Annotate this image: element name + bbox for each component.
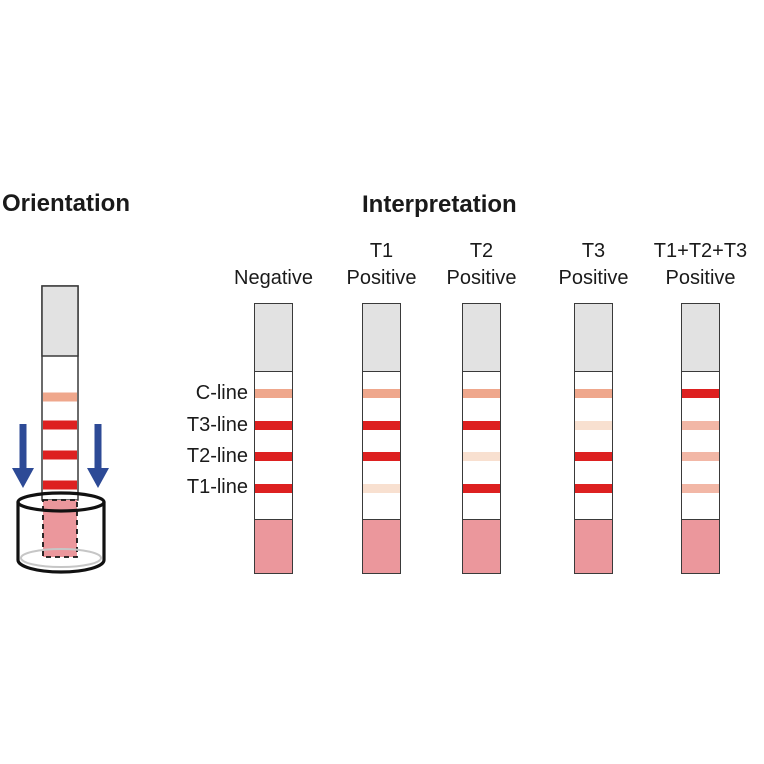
t3-line — [575, 420, 612, 430]
cup-rim — [16, 491, 106, 513]
t1-line — [43, 480, 77, 490]
line-name-label: T2-line — [186, 445, 248, 467]
c-line — [43, 392, 77, 402]
test-strip — [254, 303, 293, 574]
t3-line — [363, 420, 400, 430]
t3-line — [463, 420, 500, 430]
t1-line — [682, 483, 719, 493]
c-line — [255, 389, 292, 398]
t2-line — [43, 450, 77, 460]
line-name-label: T3-line — [186, 413, 248, 436]
t2-line — [255, 452, 292, 461]
strip-result-label-line: T1 — [369, 240, 394, 262]
strip-column: Negative — [212, 234, 336, 574]
strip-result-label-line: Negative — [234, 267, 313, 289]
c-line — [463, 389, 500, 398]
t2-line — [363, 452, 400, 461]
test-strip — [462, 303, 501, 574]
strip-gray-pad — [363, 304, 400, 372]
orientation-figure — [12, 285, 109, 574]
strip-gray-pad — [575, 304, 612, 372]
t3-line — [255, 420, 292, 430]
test-strip — [574, 303, 613, 574]
strip-result-label-line: Positive — [558, 267, 629, 289]
t1-line — [363, 483, 400, 493]
strip-sample-pad — [575, 519, 612, 573]
strip-sample-pad — [682, 519, 719, 573]
orientation-title: Orientation — [2, 190, 131, 217]
strip-gray-pad — [463, 304, 500, 372]
t2-line — [682, 452, 719, 461]
down-arrow-icon — [12, 424, 34, 488]
cup-bottom-edge — [16, 559, 106, 574]
strip-result-label-line: Positive — [665, 267, 736, 289]
c-line — [682, 389, 719, 398]
c-line — [575, 389, 612, 398]
strip-sample-pad — [255, 519, 292, 573]
t1-line — [463, 483, 500, 493]
line-name-label: C-line — [195, 382, 248, 404]
strip-gray-pad — [682, 304, 719, 372]
strip-result-label-line: T3 — [581, 240, 606, 262]
orientation-test-lines — [43, 392, 77, 490]
test-strip — [362, 303, 401, 574]
t3-line — [682, 420, 719, 430]
strip-sample-pad — [463, 519, 500, 573]
interpretation-title: Interpretation — [362, 191, 517, 218]
strip-gray-pad — [255, 304, 292, 372]
strip-result-label-line: T1+T2+T3 — [653, 240, 748, 262]
strip-result-label-line: Positive — [346, 267, 417, 289]
strip-result-label: Negative — [212, 234, 336, 292]
strip-result-label-line: Positive — [446, 267, 517, 289]
t2-line — [463, 452, 500, 461]
line-name-label: T1-line — [186, 476, 248, 498]
t2-line — [575, 452, 612, 461]
test-strip — [681, 303, 720, 574]
t3-line — [43, 420, 77, 430]
t1-line — [255, 483, 292, 493]
c-line — [363, 389, 400, 398]
down-arrow-icon — [87, 424, 109, 488]
t1-line — [575, 483, 612, 493]
orientation-strip-gray-pad — [41, 285, 79, 357]
strip-sample-pad — [363, 519, 400, 573]
cup-bottom-inner-edge — [20, 548, 102, 568]
strip-result-label-line: T2 — [469, 240, 494, 262]
